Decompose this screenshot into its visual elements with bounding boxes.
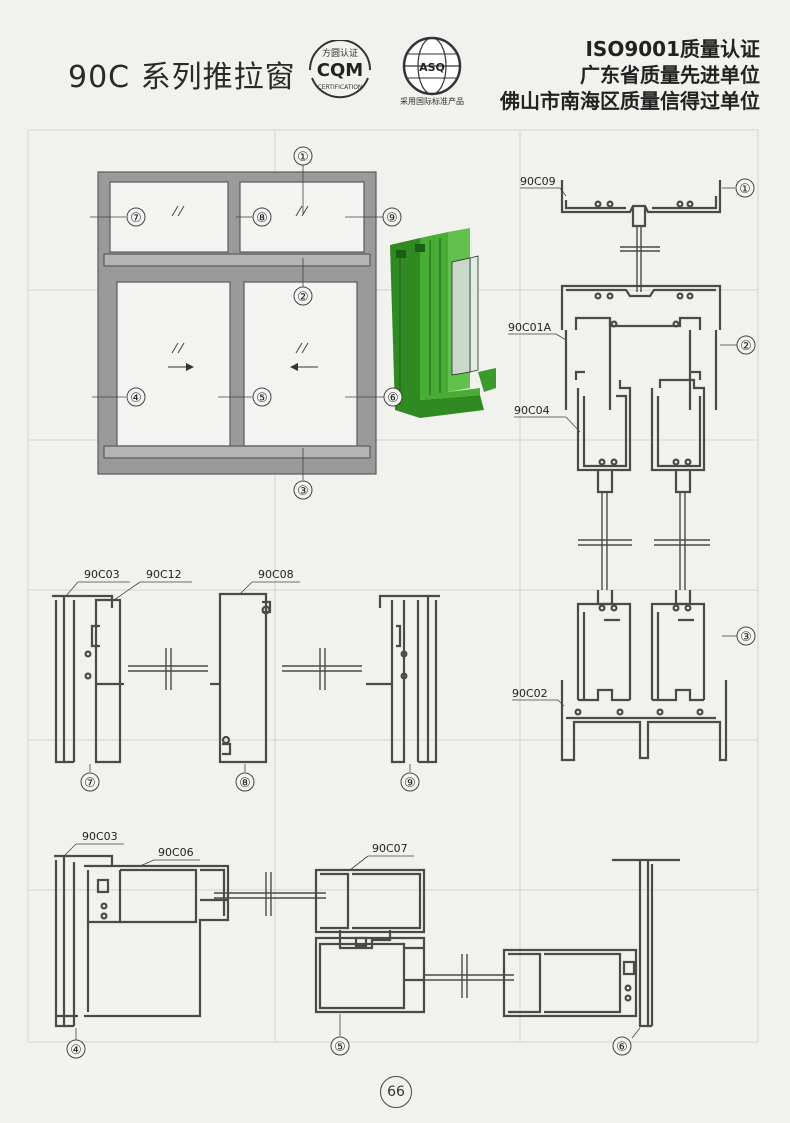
- profile-90c04-upper-right: [650, 378, 706, 472]
- callout-right-1: ①: [735, 178, 755, 198]
- callouts: ① ⑦ ⑧ ⑨ ② ④ ⑤ ⑥ ③ ① ② ③ ⑦ ⑧ ⑨ ④ ⑤ ⑥: [66, 146, 756, 1059]
- callout-right-2: ②: [736, 335, 756, 355]
- certifications: ISO9001质量认证 广东省质量先进单位 佛山市南海区质量信得过单位: [500, 36, 760, 114]
- svg-text:①: ①: [297, 150, 309, 165]
- profile-90c04-lower-left: [576, 602, 632, 700]
- svg-text:⑧: ⑧: [256, 211, 268, 226]
- profile-90c02: [560, 680, 728, 762]
- profile-90c09: [560, 180, 722, 214]
- profile-90c07: [314, 868, 426, 934]
- vertical-section: [560, 180, 728, 762]
- cert-iso: ISO9001质量认证: [585, 37, 760, 61]
- callout-8: ⑧: [252, 207, 272, 227]
- svg-text:③: ③: [297, 484, 309, 499]
- page-number: 66: [380, 1076, 412, 1108]
- svg-text:①: ①: [739, 182, 751, 197]
- cqm-main-text: CQM: [317, 60, 363, 81]
- profile-90c03-lower: [54, 854, 114, 866]
- profile-90c04-lower-right: [650, 602, 706, 700]
- lower-section-leaders: [63, 843, 641, 1040]
- svg-text:③: ③: [740, 630, 752, 645]
- callout-4: ④: [126, 387, 146, 407]
- page-title: 90C 系列推拉窗: [68, 60, 296, 95]
- window-elevation: [97, 171, 377, 475]
- svg-text:⑦: ⑦: [130, 211, 142, 226]
- svg-text:⑤: ⑤: [256, 391, 268, 406]
- horizontal-section-lower: [54, 854, 680, 1028]
- leader-lines: [90, 165, 384, 480]
- cert-guangdong: 广东省质量先进单位: [580, 63, 760, 87]
- profile-90c03-b: [378, 594, 440, 608]
- label-90c07: 90C07: [372, 842, 408, 855]
- seal-logo: ASQ 采用国际标准产品: [400, 36, 464, 106]
- svg-text:②: ②: [740, 339, 752, 354]
- profile-3d-render: [390, 228, 496, 418]
- seal-main-text: ASQ: [419, 61, 445, 74]
- profile-90c12: [94, 598, 122, 764]
- svg-text:④: ④: [70, 1043, 82, 1058]
- part-labels-upper: 90C03 90C12 90C08: [84, 568, 294, 581]
- label-90c12: 90C12: [146, 568, 182, 581]
- label-90c09: 90C09: [520, 175, 556, 188]
- profile-90c04-upper-left: [576, 380, 632, 472]
- svg-text:④: ④: [130, 391, 142, 406]
- label-90c02: 90C02: [512, 687, 548, 700]
- callout-section-9: ⑨: [400, 772, 420, 792]
- callout-9: ⑨: [382, 207, 402, 227]
- label-90c04: 90C04: [514, 404, 550, 417]
- callout-right-3: ③: [736, 626, 756, 646]
- callout-section-5: ⑤: [330, 1036, 350, 1056]
- svg-text:②: ②: [297, 290, 309, 305]
- label-90c01a: 90C01A: [508, 321, 552, 334]
- profile-90c03-a: [52, 594, 114, 608]
- svg-text:⑨: ⑨: [386, 211, 398, 226]
- cqm-arc-text: 方圆认证: [322, 47, 358, 59]
- part-labels-lower: 90C03 90C06 90C07: [82, 830, 408, 859]
- label-90c08: 90C08: [258, 568, 294, 581]
- callout-section-7: ⑦: [80, 772, 100, 792]
- svg-text:⑥: ⑥: [387, 391, 399, 406]
- callout-section-4: ④: [66, 1039, 86, 1059]
- cert-foshan: 佛山市南海区质量信得过单位: [500, 89, 760, 113]
- callout-1: ①: [293, 146, 313, 166]
- callout-5: ⑤: [252, 387, 272, 407]
- cqm-logo: 方圆认证 CQM CERTIFICATION: [309, 40, 371, 99]
- profile-90c01a: [560, 284, 722, 330]
- horizontal-section-upper: [52, 592, 440, 764]
- callout-7: ⑦: [126, 207, 146, 227]
- cqm-sub-text: CERTIFICATION: [318, 84, 363, 91]
- label-90c03-lower: 90C03: [82, 830, 118, 843]
- profile-90c08: [218, 592, 268, 764]
- svg-text:⑦: ⑦: [84, 776, 96, 791]
- svg-text:⑨: ⑨: [404, 776, 416, 791]
- upper-section-leaders: [65, 581, 411, 772]
- svg-text:⑤: ⑤: [334, 1040, 346, 1055]
- svg-text:⑥: ⑥: [616, 1040, 628, 1055]
- callout-2: ②: [293, 286, 313, 306]
- label-90c03-upper: 90C03: [84, 568, 120, 581]
- profile-90c06: [84, 864, 230, 1018]
- callout-6: ⑥: [383, 387, 403, 407]
- svg-text:⑧: ⑧: [239, 776, 251, 791]
- right-leaders: [508, 187, 737, 707]
- callout-section-6: ⑥: [612, 1036, 632, 1056]
- seal-sub-text: 采用国际标准产品: [400, 96, 464, 106]
- label-90c06: 90C06: [158, 846, 194, 859]
- part-labels-right: 90C09 90C01A 90C04 90C02: [508, 175, 556, 700]
- callout-section-8: ⑧: [235, 772, 255, 792]
- callout-3: ③: [293, 480, 313, 500]
